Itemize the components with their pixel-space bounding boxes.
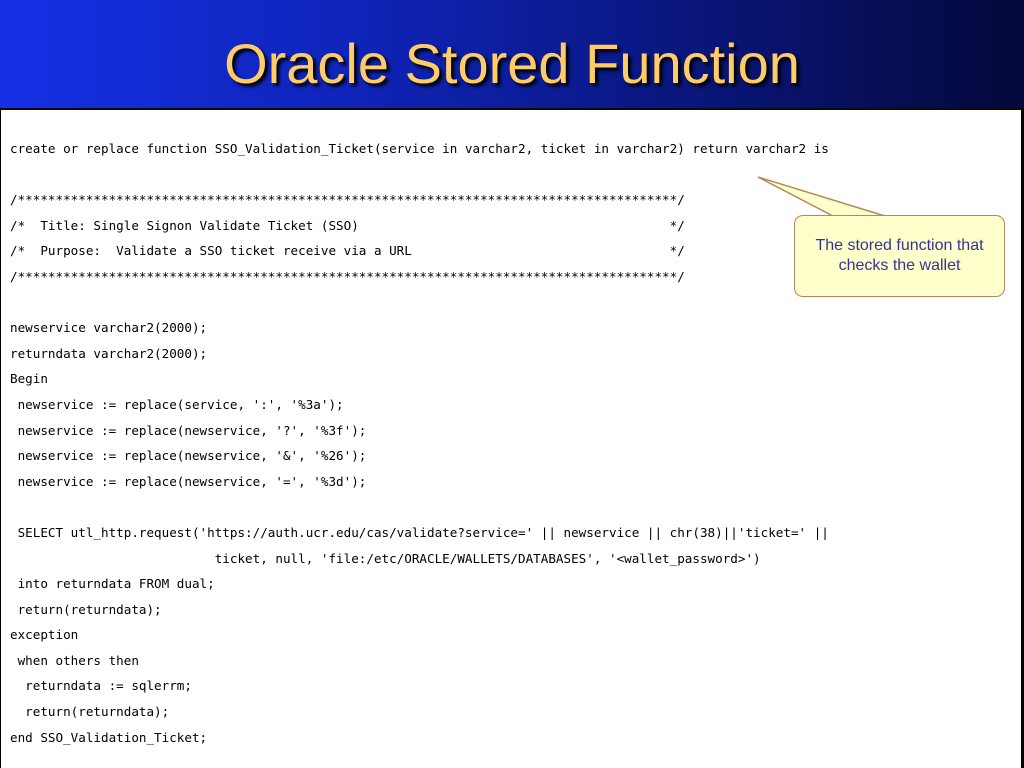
code-line: create or replace function SSO_Validatio…: [10, 141, 829, 156]
code-line: /***************************************…: [10, 192, 685, 208]
code-line: exception: [10, 627, 79, 643]
callout-box: The stored function that checks the wall…: [794, 215, 1005, 297]
code-line: SELECT utl_http.request('https://auth.uc…: [10, 524, 829, 540]
code-line: return(returndata);: [10, 704, 170, 720]
code-line: returndata := sqlerrm;: [10, 678, 192, 694]
code-line: into returndata FROM dual;: [10, 576, 215, 592]
title-bar: Oracle Stored Function: [0, 0, 1024, 110]
code-line: newservice := replace(newservice, '&', '…: [10, 448, 367, 464]
code-line: newservice varchar2(2000);: [10, 320, 208, 336]
slide-title: Oracle Stored Function: [224, 32, 800, 95]
code-line: /***************************************…: [10, 268, 685, 284]
left-border: [0, 108, 1, 768]
code-block: create or replace function SSO_Validatio…: [10, 136, 829, 750]
code-line: end SSO_Validation_Ticket;: [10, 729, 208, 745]
right-border: [1021, 108, 1024, 768]
code-line: /* Title: Single Signon Validate Ticket …: [10, 217, 685, 233]
code-line: newservice := replace(newservice, '?', '…: [10, 422, 367, 438]
code-line: return(returndata);: [10, 601, 162, 617]
code-line: Begin: [10, 371, 48, 387]
code-line: /* Purpose: Validate a SSO ticket receiv…: [10, 243, 685, 259]
code-line: ticket, null, 'file:/etc/ORACLE/WALLETS/…: [10, 550, 761, 566]
code-line: newservice := replace(newservice, '=', '…: [10, 473, 367, 489]
code-line: returndata varchar2(2000);: [10, 345, 208, 361]
code-line: newservice := replace(service, ':', '%3a…: [10, 396, 344, 412]
callout-text: The stored function that checks the wall…: [815, 237, 984, 274]
code-line: when others then: [10, 652, 139, 668]
